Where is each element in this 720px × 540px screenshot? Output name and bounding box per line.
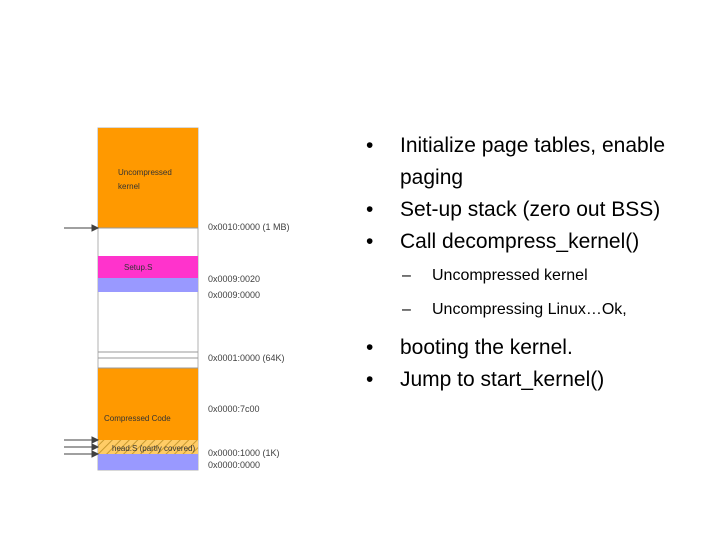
address-label-90000: 0x0009:0000 (208, 290, 260, 300)
address-label-1mb: 0x0010:0000 (1 MB) (208, 222, 290, 232)
compressed-code-label: Compressed Code (104, 414, 171, 423)
uncompressed-kernel-block (98, 128, 198, 228)
uncompressed-kernel-label-line2: kernel (118, 182, 140, 191)
pointer-arrow (64, 450, 100, 458)
pointer-arrow (64, 436, 100, 444)
bullet-text: Initialize page tables, enable paging (400, 134, 666, 189)
bullet-dot: • (366, 230, 374, 253)
pointer-arrow (64, 224, 100, 232)
bullet-item: • Initialize page tables, enable paging (362, 130, 707, 194)
sub-bullet-dash: – (402, 301, 411, 318)
compressed-code-block (98, 368, 198, 440)
bullet-item: • Call decompress_kernel() (362, 226, 707, 258)
sub-bullet-item: – Uncompressed kernel (362, 260, 707, 292)
bullet-dot: • (366, 336, 374, 359)
sub-bullet-text: Uncompressed kernel (432, 267, 588, 284)
address-label-7c00: 0x0000:7c00 (208, 404, 260, 414)
bullet-dot: • (366, 368, 374, 391)
sub-bullet-text: Uncompressing Linux…Ok, (432, 301, 627, 318)
bottom-lavender-block (98, 454, 198, 470)
head-s-block (98, 440, 198, 454)
sub-bullet-item: – Uncompressing Linux…Ok, (362, 294, 707, 326)
bullet-list: • Initialize page tables, enable paging … (362, 130, 707, 396)
pointer-arrow (64, 443, 100, 451)
address-label-1k: 0x0000:1000 (1K) (208, 448, 280, 458)
bullet-item: • Jump to start_kernel() (362, 364, 707, 396)
address-label-0: 0x0000:0000 (208, 460, 260, 470)
address-label-90020: 0x0009:0020 (208, 274, 260, 284)
sub-bullet-dash: – (402, 267, 411, 284)
bullet-dot: • (366, 134, 374, 157)
setup-s-label: Setup.S (124, 263, 152, 272)
bullet-dot: • (366, 198, 374, 221)
lavender-block (98, 278, 198, 292)
setup-s-block (98, 256, 198, 278)
bullet-item: • Set-up stack (zero out BSS) (362, 194, 707, 226)
bullet-text: booting the kernel. (400, 336, 573, 359)
address-label-64k: 0x0001:0000 (64K) (208, 353, 285, 363)
bullet-item: • booting the kernel. (362, 332, 707, 364)
bullet-text: Jump to start_kernel() (400, 368, 605, 391)
head-s-label: head.S (partly covered) (112, 444, 195, 453)
uncompressed-kernel-label-line1: Uncompressed (118, 168, 172, 177)
bullet-text: Call decompress_kernel() (400, 230, 640, 253)
bullet-text: Set-up stack (zero out BSS) (400, 198, 661, 221)
